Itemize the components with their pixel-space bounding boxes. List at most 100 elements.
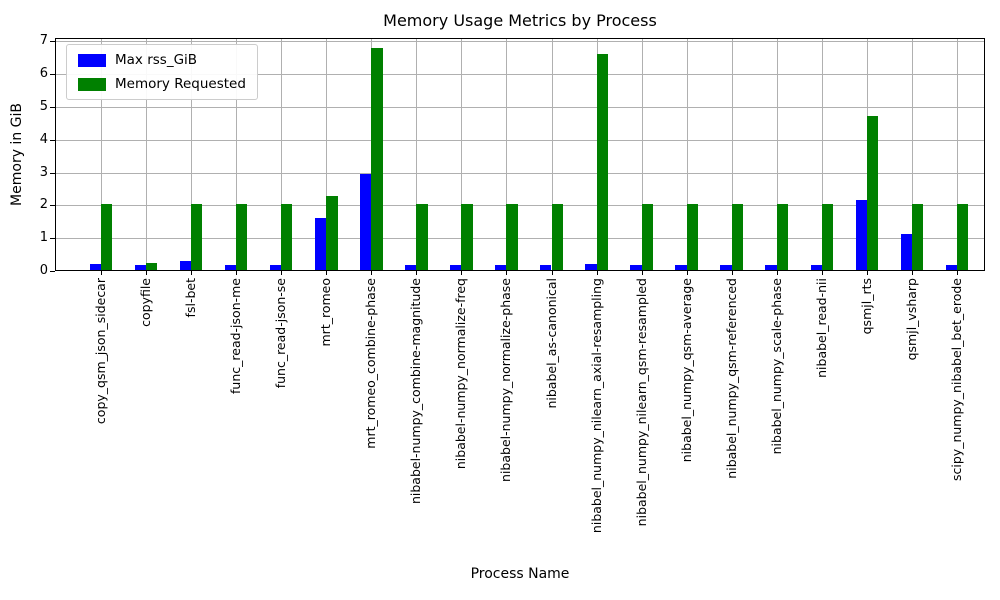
bar-max-rss-gib [314, 217, 327, 270]
gridline-horizontal [56, 74, 984, 76]
x-tick-mark [191, 271, 193, 275]
x-tick-label: func_read-json-se [273, 278, 289, 389]
bar-memory-requested [686, 204, 698, 270]
x-tick-label: qsmjl_rts [858, 278, 874, 335]
bar-max-rss-gib [720, 264, 732, 270]
x-tick-label: nibabel-numpy_normalize-phase [498, 278, 514, 482]
bar-memory-requested [416, 204, 428, 270]
bar-max-rss-gib [269, 264, 282, 270]
y-tick-mark [50, 106, 55, 108]
x-tick-mark [416, 271, 418, 275]
x-tick-mark [146, 271, 148, 275]
gridline-vertical [461, 39, 463, 270]
x-tick-label: nibabel-numpy_normalize-freq [453, 278, 469, 470]
bar-memory-requested [866, 115, 879, 270]
x-tick-label: copyfile [138, 278, 154, 327]
bar-memory-requested [101, 204, 113, 270]
gridline-vertical [236, 39, 238, 270]
bar-memory-requested [236, 204, 248, 270]
y-tick-mark [50, 41, 55, 43]
y-tick-label: 1 [39, 230, 48, 246]
y-tick-mark [50, 205, 55, 207]
bar-memory-requested [146, 262, 158, 270]
y-tick-mark [50, 238, 55, 240]
x-tick-label: nibabel_numpy_nilearn_axial-resampling [588, 278, 604, 534]
gridline-vertical [776, 39, 778, 270]
bar-max-rss-gib [495, 264, 507, 270]
x-tick-label: scipy_numpy_nibabel_bet_erode [948, 278, 964, 481]
bar-memory-requested [596, 54, 608, 270]
gridline-vertical [911, 39, 913, 270]
y-tick-label: 2 [39, 197, 48, 213]
gridline-vertical [416, 39, 418, 270]
bar-memory-requested [731, 204, 743, 270]
y-tick-mark [50, 74, 55, 76]
legend: Max rss_GiB Memory Requested [66, 44, 258, 100]
x-tick-label: mrt_romeo_combine-phase [363, 278, 379, 449]
x-tick-label: copy_qsm_json_sidecar [93, 278, 108, 425]
y-tick-label: 3 [39, 164, 48, 180]
bar-memory-requested [551, 204, 563, 270]
x-tick-mark [371, 271, 373, 275]
legend-item-max-rss: Max rss_GiB [78, 52, 246, 68]
bar-max-rss-gib [179, 261, 192, 270]
x-tick-label: nibabel-numpy_combine-magnitude [408, 278, 424, 505]
y-tick-label: 6 [39, 66, 48, 82]
gridline-vertical [731, 39, 733, 270]
gridline-vertical [956, 39, 958, 270]
x-tick-mark [731, 271, 733, 275]
x-tick-label: nibabel_numpy_qsm-referenced [723, 278, 739, 479]
bar-max-rss-gib [765, 264, 777, 270]
bar-memory-requested [821, 204, 834, 270]
x-tick-mark [101, 271, 102, 275]
gridline-vertical [101, 39, 102, 270]
x-tick-mark [821, 271, 823, 275]
bar-max-rss-gib [89, 264, 101, 270]
gridline-vertical [821, 39, 823, 270]
bar-max-rss-gib [810, 264, 822, 270]
bar-max-rss-gib [224, 264, 237, 270]
x-tick-mark [776, 271, 778, 275]
legend-label-memory-requested: Memory Requested [115, 76, 246, 92]
x-tick-label: nibabel_numpy_qsm-average [678, 278, 694, 463]
x-tick-label: fsl-bet [183, 278, 199, 318]
gridline-horizontal [56, 205, 984, 207]
y-tick-mark [50, 271, 55, 272]
bar-max-rss-gib [630, 264, 642, 270]
gridline-horizontal [56, 238, 984, 240]
bar-memory-requested [191, 204, 203, 270]
x-tick-label: nibabel_read-nii [813, 278, 829, 378]
x-tick-mark [911, 271, 913, 275]
bar-memory-requested [461, 204, 473, 270]
bar-max-rss-gib [450, 264, 462, 270]
bar-memory-requested [281, 204, 293, 270]
y-tick-mark [50, 139, 55, 141]
bar-memory-requested [776, 204, 789, 270]
x-tick-label: nibabel_numpy_nilearn_qsm-resampled [633, 278, 649, 527]
x-tick-label: qsmjl_vsharp [903, 278, 919, 361]
x-tick-label: mrt_romeo [318, 278, 334, 347]
x-tick-mark [596, 271, 598, 275]
x-tick-label: func_read-json-me [228, 278, 244, 394]
gridline-vertical [326, 39, 328, 270]
gridline-vertical [551, 39, 553, 270]
gridline-horizontal [56, 139, 984, 141]
y-tick-label: 7 [39, 33, 48, 49]
bar-max-rss-gib [405, 264, 417, 270]
gridline-vertical [191, 39, 193, 270]
x-tick-mark [281, 271, 283, 275]
x-tick-mark [506, 271, 508, 275]
y-tick-label: 5 [39, 98, 48, 114]
x-tick-mark [236, 271, 238, 275]
x-tick-mark [641, 271, 643, 275]
bar-max-rss-gib [855, 200, 867, 270]
gridline-vertical [281, 39, 283, 270]
gridline-vertical [146, 39, 148, 270]
gridline-horizontal [56, 172, 984, 174]
plot-area [55, 38, 985, 271]
bar-max-rss-gib [585, 264, 597, 270]
bar-max-rss-gib [134, 264, 147, 270]
bar-memory-requested [956, 204, 969, 270]
bar-max-rss-gib [900, 233, 912, 270]
